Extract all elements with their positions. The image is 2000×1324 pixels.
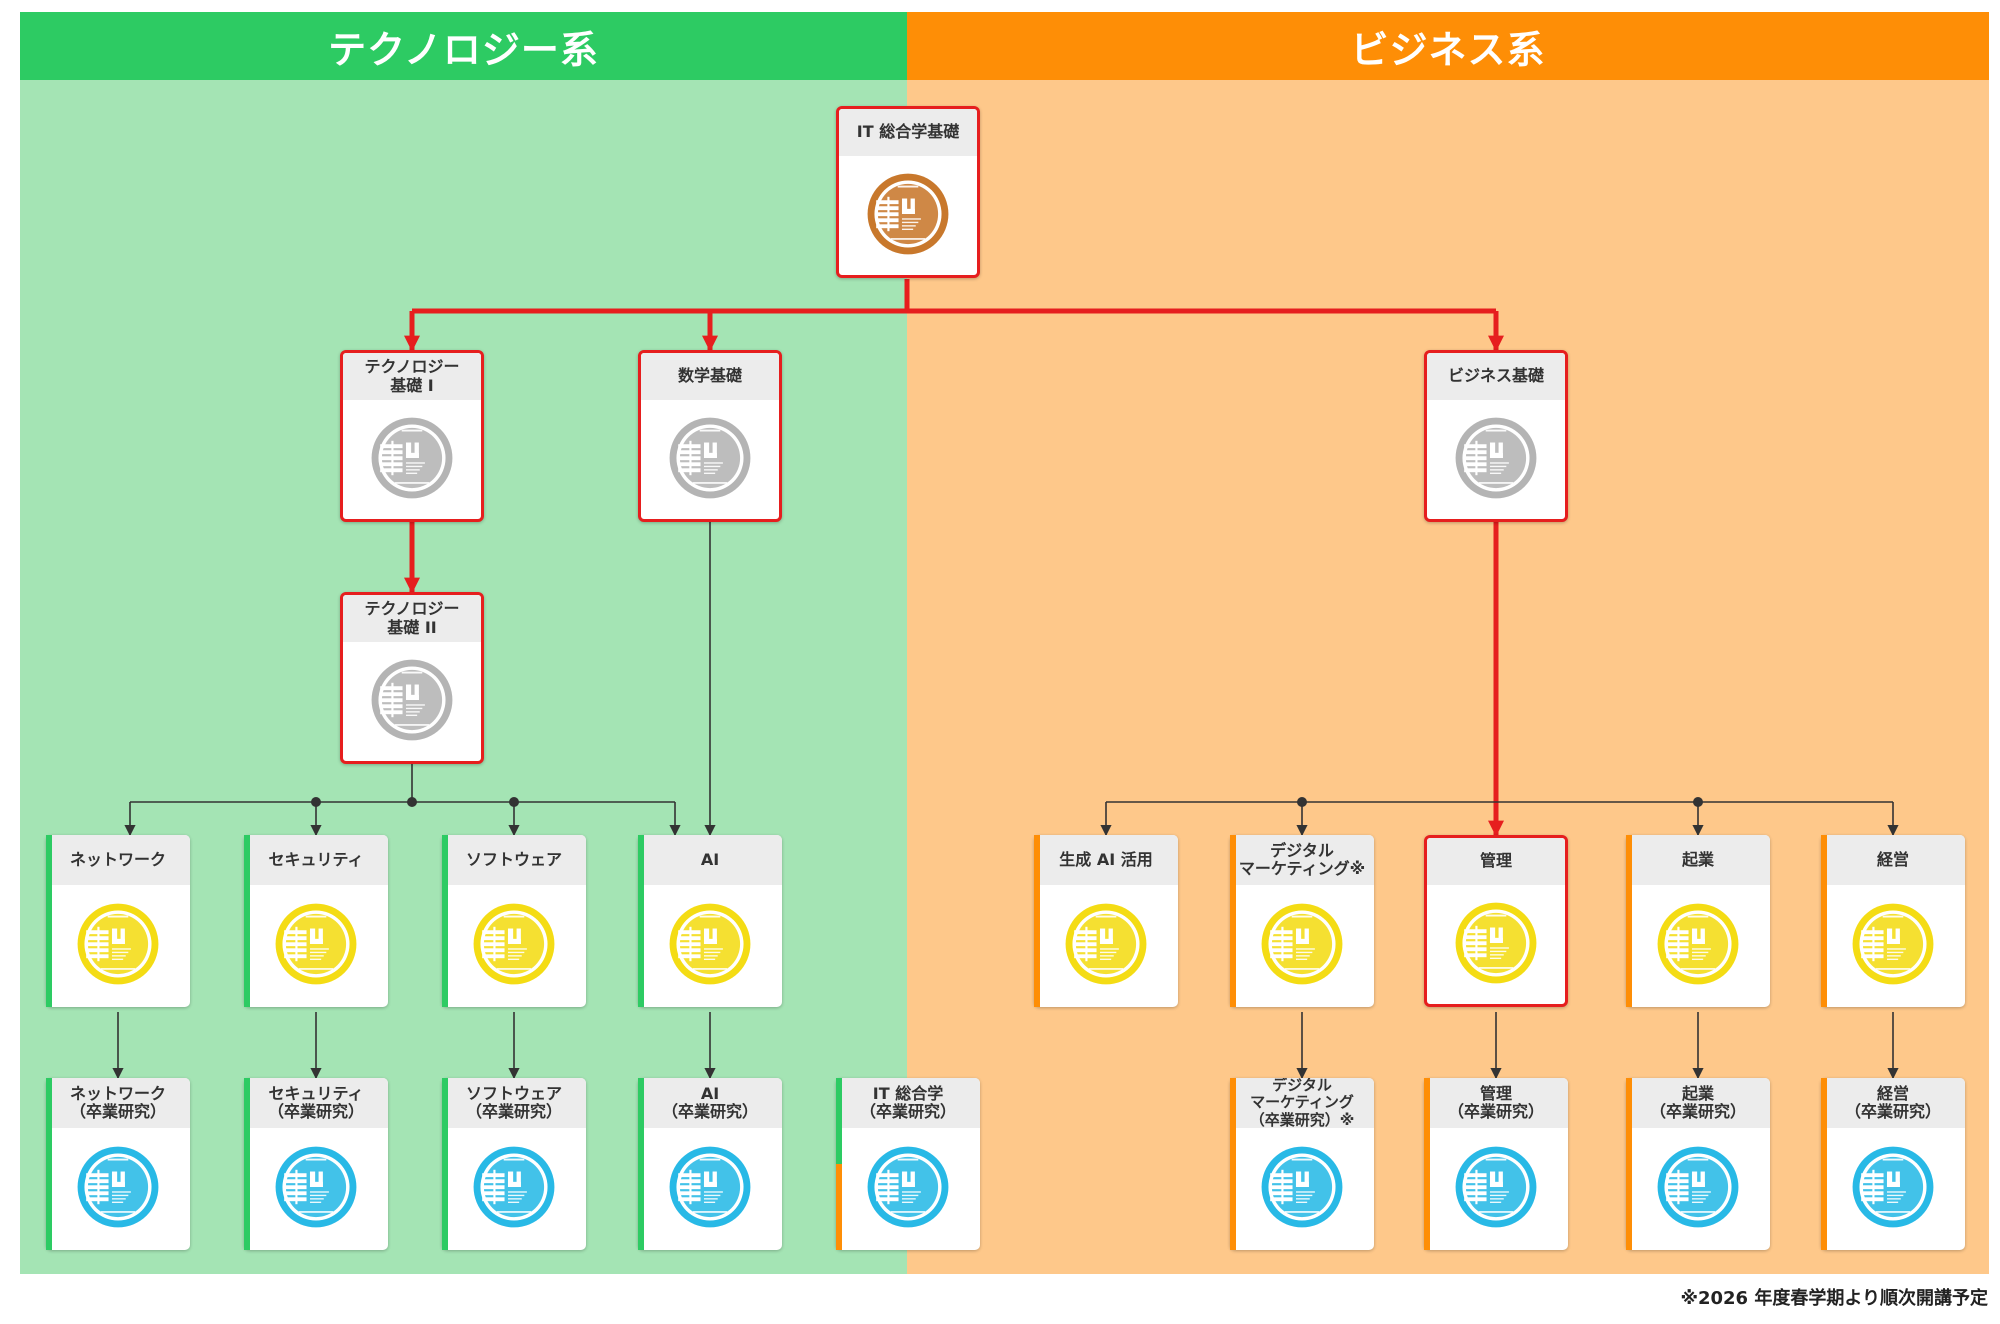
tech-track-stripe — [46, 1078, 52, 1250]
credential-badge-gold — [1655, 901, 1741, 987]
credential-badge-blue — [273, 1144, 359, 1230]
tech-track-stripe — [442, 835, 448, 1007]
course-title: ネットワーク — [46, 835, 190, 885]
course-title: 数学基礎 — [641, 353, 779, 400]
credential-badge-bronze — [865, 171, 951, 257]
credential-badge-blue — [865, 1144, 951, 1230]
biz-track-stripe — [836, 1164, 842, 1250]
biz-track-stripe — [1821, 835, 1827, 1007]
credential-badge-silver — [369, 657, 455, 743]
business-section: ビジネス系 — [907, 12, 1989, 1274]
course-card-math-basics[interactable]: 数学基礎 — [638, 350, 782, 522]
course-card-tech-basics-1[interactable]: テクノロジー 基礎 I — [340, 350, 484, 522]
credential-badge-gold — [667, 901, 753, 987]
biz-track-stripe — [1626, 1078, 1632, 1250]
credential-badge-blue — [471, 1144, 557, 1230]
credential-badge-gold — [471, 901, 557, 987]
tech-track-stripe — [836, 1078, 842, 1164]
credential-badge-blue — [75, 1144, 161, 1230]
course-title: 管理 （卒業研究） — [1424, 1078, 1568, 1128]
course-card-network-thesis[interactable]: ネットワーク （卒業研究） — [46, 1078, 190, 1250]
credential-badge-blue — [1655, 1144, 1741, 1230]
course-card-management[interactable]: 管理 — [1424, 835, 1568, 1007]
course-title: AI （卒業研究） — [638, 1078, 782, 1128]
course-title: デジタル マーケティング※ — [1230, 835, 1374, 885]
course-card-digital-marketing[interactable]: デジタル マーケティング※ — [1230, 835, 1374, 1007]
course-card-software-thesis[interactable]: ソフトウェア （卒業研究） — [442, 1078, 586, 1250]
credential-badge-gold — [1259, 901, 1345, 987]
schedule-footnote: ※2026 年度春学期より順次開講予定 — [1680, 1288, 1988, 1309]
course-card-ai[interactable]: AI — [638, 835, 782, 1007]
credential-badge-silver — [1453, 415, 1539, 501]
course-card-startup-thesis[interactable]: 起業 （卒業研究） — [1626, 1078, 1770, 1250]
course-card-software[interactable]: ソフトウェア — [442, 835, 586, 1007]
course-card-biz-basics[interactable]: ビジネス基礎 — [1424, 350, 1568, 522]
course-title: 起業 — [1626, 835, 1770, 885]
credential-badge-gold — [1850, 901, 1936, 987]
course-card-digital-marketing-thesis[interactable]: デジタル マーケティング （卒業研究）※ — [1230, 1078, 1374, 1250]
credential-badge-gold — [1063, 901, 1149, 987]
course-title: セキュリティ — [244, 835, 388, 885]
course-card-startup[interactable]: 起業 — [1626, 835, 1770, 1007]
business-section-title: ビジネス系 — [907, 12, 1989, 80]
credential-badge-blue — [1453, 1144, 1539, 1230]
credential-badge-blue — [1259, 1144, 1345, 1230]
course-title: ネットワーク （卒業研究） — [46, 1078, 190, 1128]
course-title: IT 総合学基礎 — [839, 109, 977, 156]
course-title: 経営 （卒業研究） — [1821, 1078, 1965, 1128]
credential-badge-gold — [75, 901, 161, 987]
course-card-business-admin-thesis[interactable]: 経営 （卒業研究） — [1821, 1078, 1965, 1250]
course-title: セキュリティ （卒業研究） — [244, 1078, 388, 1128]
biz-track-stripe — [1230, 1078, 1236, 1250]
tech-track-stripe — [244, 1078, 250, 1250]
biz-track-stripe — [1626, 835, 1632, 1007]
course-card-network[interactable]: ネットワーク — [46, 835, 190, 1007]
junction-dots — [311, 797, 1703, 807]
course-card-ai-thesis[interactable]: AI （卒業研究） — [638, 1078, 782, 1250]
biz-track-stripe — [1821, 1078, 1827, 1250]
tech-track-stripe — [638, 835, 644, 1007]
tech-track-stripe — [638, 1078, 644, 1250]
course-title: テクノロジー 基礎 II — [343, 595, 481, 642]
credential-badge-blue — [667, 1144, 753, 1230]
biz-track-stripe — [1034, 835, 1040, 1007]
credential-badge-silver — [667, 415, 753, 501]
core-path-lines — [403, 279, 1505, 837]
course-card-business-admin[interactable]: 経営 — [1821, 835, 1965, 1007]
tech-track-stripe — [46, 835, 52, 1007]
course-title: ソフトウェア （卒業研究） — [442, 1078, 586, 1128]
tech-track-stripe — [442, 1078, 448, 1250]
course-card-it-general-basics[interactable]: IT 総合学基礎 — [836, 106, 980, 278]
course-title: IT 総合学 （卒業研究） — [836, 1078, 980, 1128]
biz-track-stripe — [1424, 1078, 1430, 1250]
course-title: ソフトウェア — [442, 835, 586, 885]
branch-lines — [112, 521, 1899, 1080]
course-title: 経営 — [1821, 835, 1965, 885]
course-title: テクノロジー 基礎 I — [343, 353, 481, 400]
credential-badge-gold — [273, 901, 359, 987]
technology-section-title: テクノロジー系 — [20, 12, 907, 80]
course-title: 起業 （卒業研究） — [1626, 1078, 1770, 1128]
course-card-security-thesis[interactable]: セキュリティ （卒業研究） — [244, 1078, 388, 1250]
course-title: デジタル マーケティング （卒業研究）※ — [1230, 1078, 1374, 1128]
course-card-management-thesis[interactable]: 管理 （卒業研究） — [1424, 1078, 1568, 1250]
biz-track-stripe — [1230, 835, 1236, 1007]
credential-badge-silver — [369, 415, 455, 501]
tech-track-stripe — [244, 835, 250, 1007]
course-card-gen-ai[interactable]: 生成 AI 活用 — [1034, 835, 1178, 1007]
credential-badge-blue — [1850, 1144, 1936, 1230]
technology-section: テクノロジー系 — [20, 12, 907, 1274]
credential-badge-gold — [1453, 900, 1539, 986]
course-title: ビジネス基礎 — [1427, 353, 1565, 400]
course-title: 管理 — [1427, 838, 1565, 885]
course-card-tech-basics-2[interactable]: テクノロジー 基礎 II — [340, 592, 484, 764]
course-card-security[interactable]: セキュリティ — [244, 835, 388, 1007]
course-card-it-general-thesis[interactable]: IT 総合学 （卒業研究） — [836, 1078, 980, 1250]
course-title: AI — [638, 835, 782, 885]
course-title: 生成 AI 活用 — [1034, 835, 1178, 885]
